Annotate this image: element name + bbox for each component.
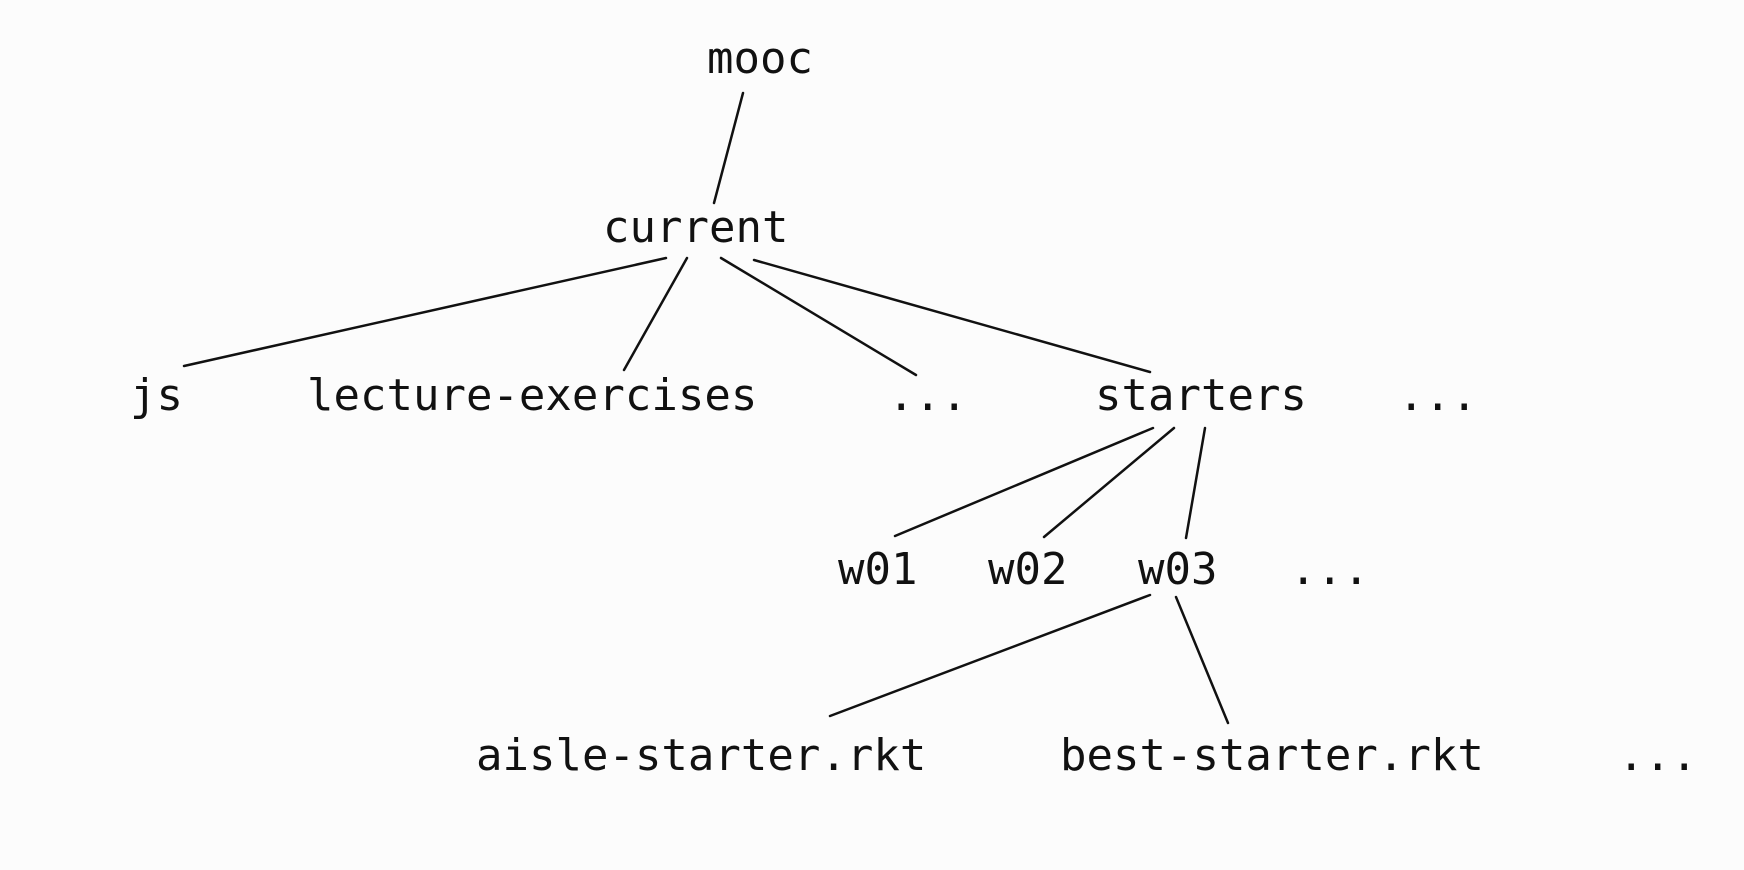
edge-starters-w02: [1042, 426, 1176, 539]
node-starters-ellipsis: ...: [1290, 544, 1369, 595]
edge-current-ellipsis: [719, 256, 918, 377]
node-current: current: [603, 202, 788, 253]
node-starters: starters: [1095, 370, 1307, 421]
edge-current-lecture-exercises: [622, 256, 689, 372]
node-js: js: [130, 370, 183, 421]
node-w03: w03: [1138, 544, 1217, 595]
node-w02: w02: [988, 544, 1067, 595]
node-w01: w01: [838, 544, 917, 595]
edge-w03-aisle-starter: [828, 593, 1152, 718]
node-current-ellipsis-1: ...: [888, 370, 967, 421]
tree-edges: [182, 91, 1230, 725]
edge-starters-w03: [1184, 426, 1207, 540]
node-lecture-exercises: lecture-exercises: [307, 370, 757, 421]
tree-nodes: mooc current js lecture-exercises ... st…: [130, 33, 1697, 781]
edge-starters-w01: [893, 426, 1155, 538]
edge-w03-best-starter: [1174, 595, 1230, 725]
node-best-starter: best-starter.rkt: [1060, 730, 1484, 781]
node-w03-ellipsis: ...: [1618, 730, 1697, 781]
node-mooc: mooc: [707, 33, 813, 84]
node-current-ellipsis-2: ...: [1398, 370, 1477, 421]
edge-current-starters: [752, 258, 1152, 374]
edge-current-js: [182, 256, 668, 368]
node-aisle-starter: aisle-starter.rkt: [476, 730, 926, 781]
edge-mooc-current: [712, 91, 745, 205]
